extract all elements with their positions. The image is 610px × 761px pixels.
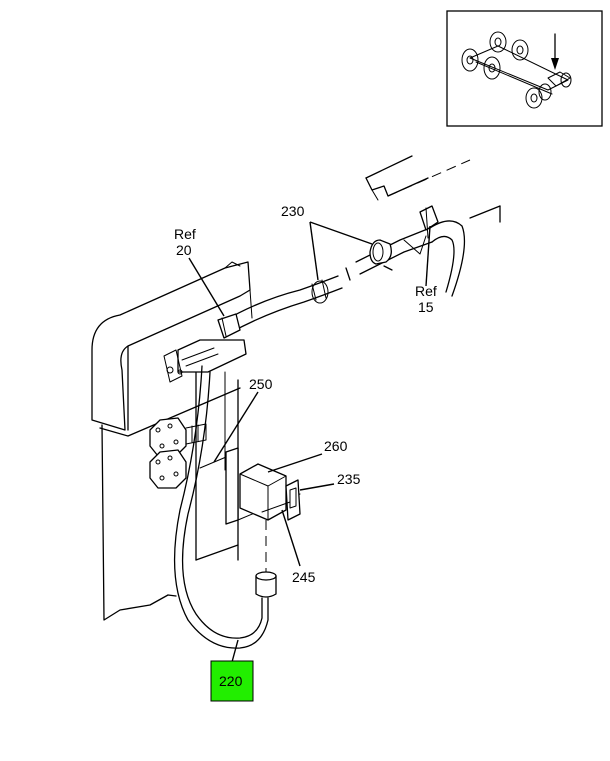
callout-250[interactable]: 250 <box>249 376 273 392</box>
callout-230[interactable]: 230 <box>281 203 305 219</box>
fitting-upper <box>149 417 207 457</box>
callout-ref15-ref: Ref <box>415 283 437 299</box>
module-assembly <box>239 463 301 521</box>
callout-220-highlight[interactable]: 220 <box>210 660 254 702</box>
callout-260[interactable]: 260 <box>324 438 348 454</box>
valve-junction <box>163 339 247 383</box>
leader-lines <box>188 221 431 663</box>
callout-ref20-num: 20 <box>176 242 192 258</box>
frame-structure <box>91 155 501 621</box>
harness <box>163 205 466 649</box>
callout-245[interactable]: 245 <box>292 569 316 585</box>
callout-220: 220 <box>219 673 243 689</box>
locator-inset <box>446 10 603 127</box>
callout-ref15-num: 15 <box>418 299 434 315</box>
fitting-lower <box>149 449 187 489</box>
callout-ref20[interactable]: Ref 20 <box>174 226 196 258</box>
callout-235[interactable]: 235 <box>337 471 361 487</box>
truck-chassis-locator-icon <box>461 31 572 109</box>
callout-ref15[interactable]: Ref 15 <box>415 283 437 315</box>
callout-ref20-ref: Ref <box>174 226 196 242</box>
